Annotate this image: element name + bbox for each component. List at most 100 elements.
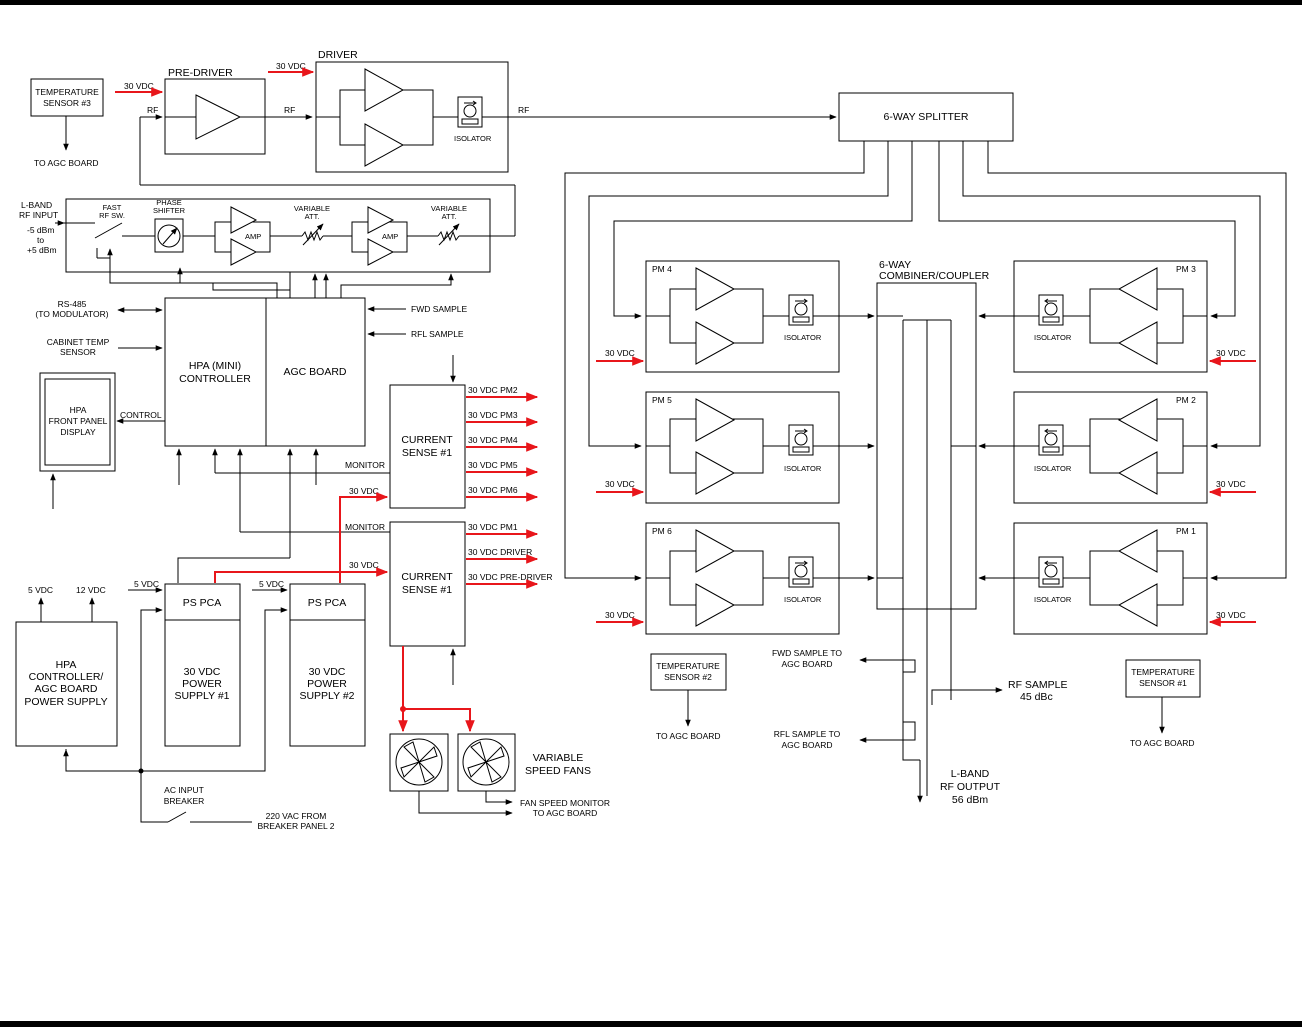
svg-text:PRE-DRIVER: PRE-DRIVER: [168, 67, 233, 79]
svg-text:TEMPERATURE: TEMPERATURE: [656, 661, 720, 671]
svg-text:POWER SUPPLY: POWER SUPPLY: [24, 696, 107, 708]
pm2-30vdc-label: 30 VDC: [1216, 479, 1246, 489]
svg-text:CABINET TEMP: CABINET TEMP: [47, 337, 110, 347]
pm-6: PM 6 ISOLATOR: [645, 522, 840, 635]
svg-text:PM 1: PM 1: [1176, 526, 1196, 536]
svg-text:CONTROLLER: CONTROLLER: [179, 373, 251, 385]
pre-driver-block: PRE-DRIVER: [164, 67, 266, 155]
pre-driver-rf-out-label: RF: [284, 105, 295, 115]
to-agc-board-label-2: TO AGC BOARD: [656, 731, 721, 741]
cabinet-temp-sensor-label: CABINET TEMP SENSOR: [47, 337, 110, 357]
svg-text:+5 dBm: +5 dBm: [27, 245, 57, 255]
svg-text:PHASE: PHASE: [156, 198, 181, 207]
svg-text:DRIVER: DRIVER: [318, 49, 358, 61]
current-sense-b-30vdc-label: 30 VDC: [349, 560, 379, 570]
svg-text:RF SAMPLE: RF SAMPLE: [1008, 679, 1068, 691]
svg-text:SENSOR #3: SENSOR #3: [43, 98, 91, 108]
bottom-frame-bar: [0, 1021, 1302, 1027]
svg-text:RFL SAMPLE TO: RFL SAMPLE TO: [774, 729, 841, 739]
variable-attenuator-2: VARIABLE ATT.: [431, 204, 467, 246]
variable-speed-fan-1: [389, 733, 449, 792]
svg-text:to: to: [37, 235, 44, 245]
svg-text:SPEED FANS: SPEED FANS: [525, 765, 591, 777]
svg-text:FRONT PANEL: FRONT PANEL: [49, 416, 108, 426]
variable-speed-fan-2: [457, 733, 516, 792]
current-sense-a-30vdc-label: 30 VDC: [349, 486, 379, 496]
variable-speed-fans-label: VARIABLE SPEED FANS: [525, 752, 591, 777]
driver-30vdc-label: 30 VDC: [276, 61, 306, 71]
svg-text:56 dBm: 56 dBm: [952, 794, 988, 806]
svg-text:SENSE #1: SENSE #1: [402, 584, 452, 596]
svg-text:AMP: AMP: [382, 232, 398, 241]
svg-text:DISPLAY: DISPLAY: [60, 427, 96, 437]
agc-board: AGC BOARD: [265, 297, 366, 447]
top-frame-bar: [0, 0, 1302, 5]
monitor-label-b: MONITOR: [345, 522, 385, 532]
svg-text:PS PCA: PS PCA: [183, 597, 222, 609]
svg-text:30 VDC PM4: 30 VDC PM4: [468, 435, 518, 445]
temperature-sensor-3: TEMPERATURE SENSOR #3: [30, 78, 104, 117]
six-way-splitter: 6-WAY SPLITTER: [838, 92, 1014, 142]
hpa-front-panel-display: HPA FRONT PANEL DISPLAY: [39, 372, 116, 472]
svg-text:RF SW.: RF SW.: [99, 211, 125, 220]
svg-text:CONTROLLER/: CONTROLLER/: [29, 671, 104, 683]
svg-text:BREAKER PANEL 2: BREAKER PANEL 2: [257, 821, 334, 831]
svg-text:SENSOR #1: SENSOR #1: [1139, 678, 1187, 688]
pm-2: PM 2 ISOLATOR: [1013, 391, 1208, 504]
svg-text:L-BAND: L-BAND: [21, 200, 52, 210]
to-agc-board-label-1: TO AGC BOARD: [1130, 738, 1195, 748]
pm-1: PM 1 ISOLATOR: [1013, 522, 1208, 635]
svg-text:ISOLATOR: ISOLATOR: [784, 595, 822, 604]
fwd-sample-in-label: FWD SAMPLE: [411, 304, 468, 314]
lband-rf-output-label: L-BAND RF OUTPUT 56 dBm: [940, 768, 1001, 806]
ps-pca-1-5vdc-label: 5 VDC: [134, 579, 159, 589]
svg-text:45 dBc: 45 dBc: [1020, 691, 1053, 703]
svg-text:VARIABLE: VARIABLE: [533, 752, 584, 764]
svg-text:ATT.: ATT.: [305, 212, 320, 221]
svg-text:BREAKER: BREAKER: [164, 796, 205, 806]
current-sense-b: CURRENT SENSE #1: [389, 521, 466, 647]
svg-text:30 VDC PM5: 30 VDC PM5: [468, 460, 518, 470]
pm-5: PM 5 ISOLATOR: [645, 391, 840, 504]
svg-text:COMBINER/COUPLER: COMBINER/COUPLER: [879, 270, 990, 282]
svg-text:AGC BOARD: AGC BOARD: [781, 740, 832, 750]
svg-text:VARIABLE: VARIABLE: [431, 204, 467, 213]
svg-text:30 VDC PM1: 30 VDC PM1: [468, 522, 518, 532]
svg-text:30 VDC PM6: 30 VDC PM6: [468, 485, 518, 495]
svg-text:CURRENT: CURRENT: [401, 434, 453, 446]
current-sense-a-outputs: 30 VDC PM2 30 VDC PM3 30 VDC PM4 30 VDC …: [466, 385, 539, 502]
pre-driver-30vdc-label: 30 VDC: [124, 81, 154, 91]
pm6-30vdc-label: 30 VDC: [605, 610, 635, 620]
driver-isolator-label: ISOLATOR: [454, 134, 492, 143]
pm-3: PM 3 ISOLATOR: [1013, 260, 1208, 373]
svg-text:6-WAY: 6-WAY: [879, 259, 911, 271]
svg-text:30 VDC PM2: 30 VDC PM2: [468, 385, 518, 395]
svg-text:SENSOR: SENSOR: [60, 347, 96, 357]
vac-220-label: 220 VAC FROM BREAKER PANEL 2: [257, 811, 334, 831]
svg-text:SHIFTER: SHIFTER: [153, 206, 186, 215]
svg-text:30 VDC DRIVER: 30 VDC DRIVER: [468, 547, 532, 557]
svg-text:ISOLATOR: ISOLATOR: [784, 464, 822, 473]
svg-text:PM 4: PM 4: [652, 264, 672, 274]
lband-rf-input-label: L-BAND RF INPUT -5 dBm to +5 dBm: [19, 200, 58, 255]
svg-text:TEMPERATURE: TEMPERATURE: [1131, 667, 1195, 677]
svg-text:RS-485: RS-485: [58, 299, 87, 309]
ac-input-breaker-label: AC INPUT BREAKER: [164, 785, 205, 806]
rfl-sample-to-agc-label: RFL SAMPLE TO AGC BOARD: [774, 729, 841, 750]
svg-text:AC INPUT: AC INPUT: [164, 785, 204, 795]
driver-block: DRIVER ISOLATOR: [315, 49, 509, 173]
svg-text:RF OUTPUT: RF OUTPUT: [940, 781, 1001, 793]
svg-text:AGC BOARD: AGC BOARD: [781, 659, 832, 669]
svg-text:30 VDC PRE-DRIVER: 30 VDC PRE-DRIVER: [468, 572, 553, 582]
svg-text:TEMPERATURE: TEMPERATURE: [35, 87, 99, 97]
svg-text:HPA: HPA: [70, 405, 87, 415]
pre-driver-rf-in-label: RF: [147, 105, 158, 115]
pm5-30vdc-label: 30 VDC: [605, 479, 635, 489]
svg-text:AGC BOARD: AGC BOARD: [283, 366, 346, 378]
control-label: CONTROL: [120, 410, 162, 420]
pm4-30vdc-label: 30 VDC: [605, 348, 635, 358]
svg-text:AMP: AMP: [245, 232, 261, 241]
ps-pca-2-5vdc-label: 5 VDC: [259, 579, 284, 589]
svg-text:HPA (MINI): HPA (MINI): [189, 360, 241, 372]
